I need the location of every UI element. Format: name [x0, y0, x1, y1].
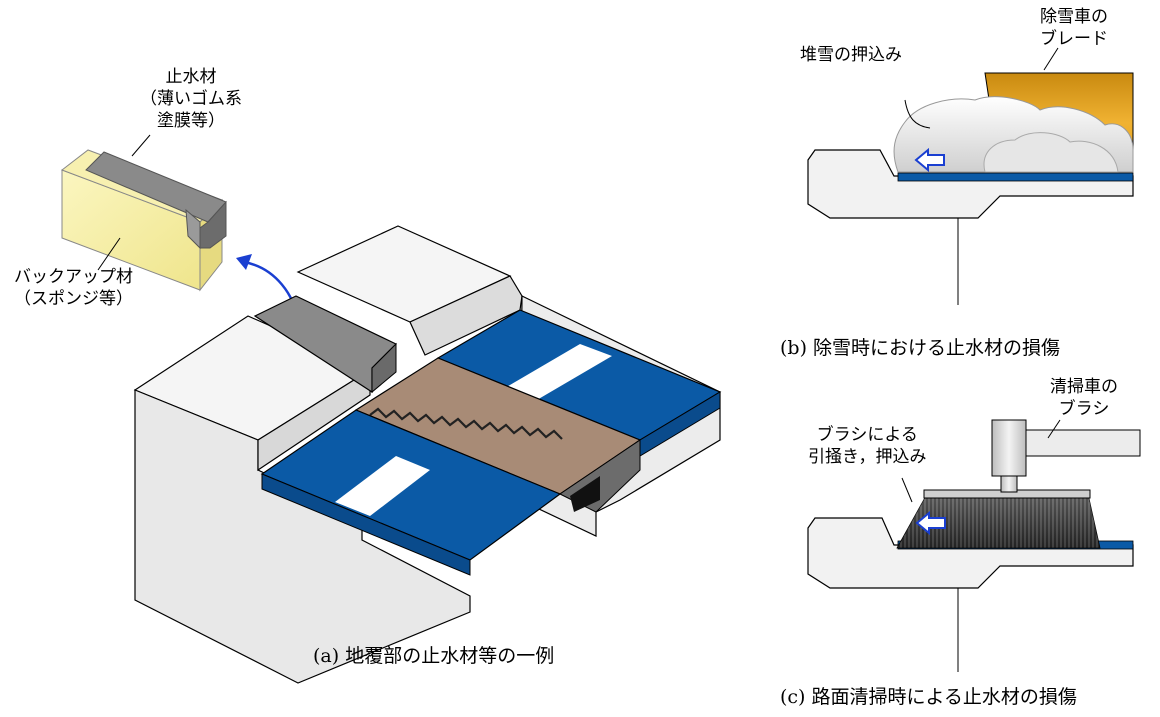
snow-label: 堆雪の押込み — [800, 45, 902, 65]
caption-a: (a) 地覆部の止水材等の一例 — [313, 645, 555, 667]
curb-section-b — [807, 149, 1134, 219]
right-pavement-marking — [498, 344, 612, 404]
blade-label: 除雪車の ブレード — [1040, 6, 1108, 50]
panel-a-illustration — [60, 134, 722, 684]
brush-leader — [1047, 419, 1061, 439]
backup-leader — [97, 237, 121, 271]
panel-b-illustration — [807, 47, 1134, 305]
left-pavement-marking — [335, 456, 430, 516]
scrape-leader — [901, 477, 913, 503]
brush-shaft — [1000, 473, 1018, 493]
sealant-label: 止水材 （薄いゴム系 塗膜等） — [140, 66, 242, 132]
caption-c: (c) 路面清掃時による止水材の損傷 — [780, 686, 1077, 708]
sealant-detail — [60, 149, 227, 292]
brush-label-line-1: 清掃車の — [1050, 377, 1118, 397]
snow-leader — [904, 99, 931, 129]
push-arrow-c — [915, 510, 946, 536]
scrape-label-line-2: 引掻き，押込み — [808, 447, 927, 467]
backup-label-line-2: （スポンジ等） — [14, 289, 133, 309]
sealant-label-line-2: （薄いゴム系 — [140, 89, 242, 109]
scrape-label-line-1: ブラシによる — [816, 425, 918, 445]
joint-finger — [369, 407, 563, 440]
blade-leader — [1043, 47, 1059, 71]
brush-label: 清掃車の ブラシ — [1050, 376, 1118, 420]
sealant-leader — [131, 134, 151, 157]
blade-label-line-2: ブレード — [1040, 29, 1108, 49]
sealant-label-line-3: 塗膜等） — [157, 111, 225, 131]
pavement-b — [897, 172, 1134, 182]
brush-label-line-2: ブラシ — [1058, 399, 1110, 419]
sealant-label-line-1: 止水材 — [165, 67, 217, 87]
scrape-label: ブラシによる 引掻き，押込み — [808, 424, 927, 468]
caption-b: (b) 除雪時における止水材の損傷 — [780, 337, 1061, 359]
sweeper-arm — [1025, 429, 1141, 457]
brush-motor — [991, 419, 1027, 477]
panel-c-illustration — [807, 419, 1141, 672]
blade-label-line-1: 除雪車の — [1040, 7, 1108, 27]
backup-label: バックアップ材 （スポンジ等） — [14, 266, 133, 310]
curved-arrow-head — [236, 254, 252, 270]
backup-label-line-1: バックアップ材 — [14, 267, 133, 287]
push-arrow-b — [914, 147, 945, 173]
curb-section-c — [807, 517, 1134, 589]
